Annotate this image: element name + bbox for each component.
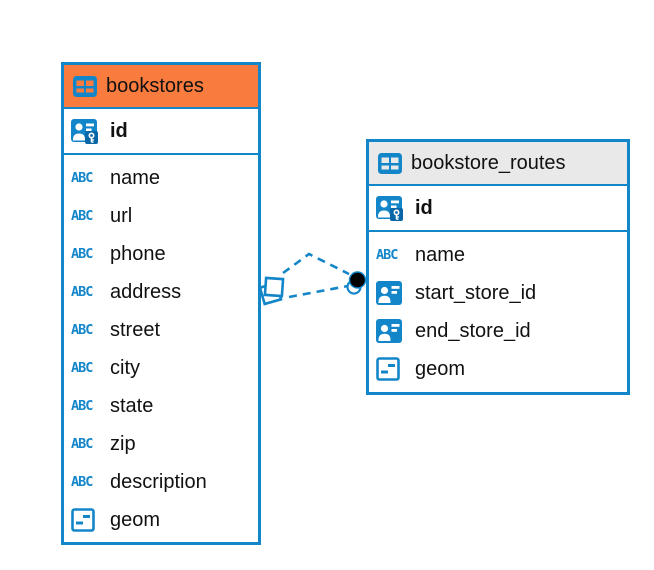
column-name: name [110, 166, 161, 189]
column-name: start_store_id [415, 281, 537, 304]
filled-dot-icon[interactable] [346, 271, 367, 295]
column-name: state [110, 394, 154, 417]
primary-key-name: id [415, 196, 433, 219]
object-geometry-icon [376, 357, 406, 381]
abc-text-icon: ABC [71, 360, 93, 376]
abc-text-icon: ABC [71, 246, 93, 262]
column-row[interactable]: ABC city [64, 349, 258, 387]
column-name: city [110, 356, 140, 379]
column-row[interactable]: start_store_id [369, 274, 627, 312]
table-title: bookstore_routes [411, 151, 566, 174]
table-node-bookstores[interactable]: bookstores id ABC [61, 62, 261, 545]
primary-key-row[interactable]: id [64, 109, 258, 155]
column-name: end_store_id [415, 319, 531, 342]
relationship-connector-lower[interactable] [288, 284, 349, 299]
column-list: ABC name ABC url ABC phone ABC address A… [64, 155, 258, 542]
object-geometry-icon [71, 508, 101, 532]
column-row[interactable]: end_store_id [369, 312, 627, 350]
stacked-squares-icon[interactable] [258, 276, 285, 306]
abc-text-icon: ABC [71, 398, 93, 414]
column-row[interactable]: ABC name [64, 159, 258, 197]
column-name: phone [110, 242, 166, 265]
column-row[interactable]: ABC phone [64, 235, 258, 273]
column-row[interactable]: ABC description [64, 463, 258, 501]
column-row[interactable]: ABC street [64, 311, 258, 349]
primary-key-row[interactable]: id [369, 186, 627, 232]
column-name: description [110, 470, 207, 493]
column-list: ABC name start_store_id [369, 232, 627, 391]
abc-text-icon: ABC [71, 170, 93, 186]
abc-text-icon: ABC [71, 284, 93, 300]
abc-text-icon: ABC [376, 247, 398, 263]
column-row[interactable]: ABC state [64, 387, 258, 425]
table-header[interactable]: bookstore_routes [369, 142, 627, 186]
column-row[interactable]: geom [64, 501, 258, 539]
column-row[interactable]: ABC name [369, 236, 627, 274]
column-name: zip [110, 432, 136, 455]
column-name: url [110, 204, 133, 227]
column-row[interactable]: ABC zip [64, 425, 258, 463]
column-name: name [415, 243, 466, 266]
relationship-connector-upper[interactable] [282, 252, 350, 276]
person-badge-icon [376, 319, 406, 343]
column-row[interactable]: geom [369, 350, 627, 388]
abc-text-icon: ABC [71, 436, 93, 452]
abc-text-icon: ABC [71, 474, 93, 490]
column-name: street [110, 318, 161, 341]
column-name: geom [110, 508, 161, 531]
abc-text-icon: ABC [71, 208, 93, 224]
table-title: bookstores [106, 74, 204, 97]
table-header[interactable]: bookstores [64, 65, 258, 109]
abc-text-icon: ABC [71, 322, 93, 338]
person-key-icon [376, 195, 406, 221]
column-row[interactable]: ABC address [64, 273, 258, 311]
column-name: geom [415, 357, 466, 380]
person-badge-icon [376, 281, 406, 305]
column-name: address [110, 280, 182, 303]
column-row[interactable]: ABC url [64, 197, 258, 235]
table-node-bookstore-routes[interactable]: bookstore_routes id A [366, 139, 630, 395]
primary-key-name: id [110, 119, 128, 142]
table-grid-icon [73, 75, 97, 97]
person-key-icon [71, 118, 101, 144]
table-grid-icon [378, 152, 402, 174]
